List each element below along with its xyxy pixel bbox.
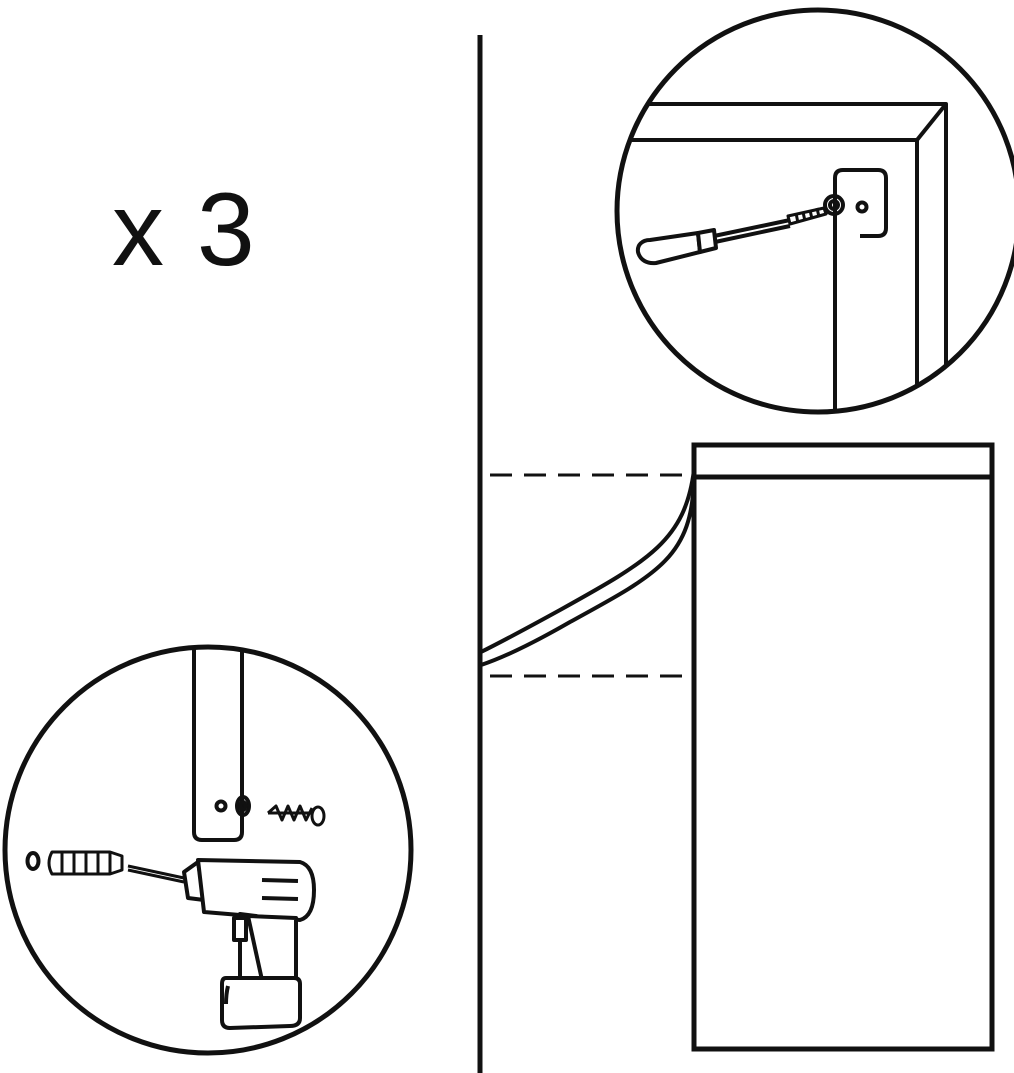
cabinet [691,442,995,1052]
wall-hole [25,851,41,871]
bracket [192,647,244,842]
screwdriver-icon [635,218,791,266]
door-edge [480,469,696,667]
detail-top-screwdriver [614,7,1014,415]
bracket [833,168,888,412]
height-guides [490,473,685,678]
wall-plug-icon [47,850,124,876]
screw-icon [267,804,326,827]
screw-icon [786,206,828,226]
drill-icon [182,858,316,1030]
quantity-label: x 3 [112,172,257,288]
detail-bottom-drill [2,644,414,1056]
